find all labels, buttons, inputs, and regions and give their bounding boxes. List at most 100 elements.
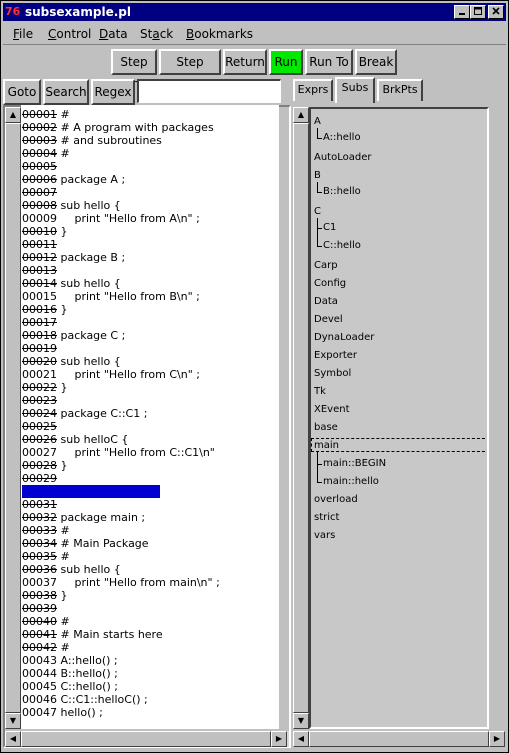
subs-hscroll-thumb[interactable] (309, 731, 489, 747)
code-line[interactable]: 00020 sub hello { (22, 355, 121, 368)
line-number[interactable]: 00018 (22, 329, 57, 342)
subs-tree-item[interactable]: Exporter (314, 350, 357, 361)
tab-exprs[interactable]: Exprs (293, 79, 333, 101)
code-line[interactable]: 00008 sub hello { (22, 199, 121, 212)
line-number[interactable]: 00042 (22, 641, 57, 654)
code-vertical-scrollbar[interactable]: ▲ ▼ (5, 107, 21, 729)
line-number[interactable]: 00001 (22, 108, 57, 121)
line-number[interactable]: 00021 (22, 368, 57, 381)
line-number[interactable]: 00038 (22, 589, 57, 602)
subs-tree-item[interactable]: C1 (323, 222, 337, 233)
subs-tree-item[interactable]: Devel (314, 314, 343, 325)
code-line[interactable]: 00012 package B ; (22, 251, 125, 264)
code-vscroll-thumb[interactable] (5, 123, 21, 713)
subs-tree-item[interactable]: DynaLoader (314, 332, 375, 343)
code-line[interactable]: 00015 print "Hello from B\n" ; (22, 290, 200, 303)
code-line[interactable]: 00032 package main ; (22, 511, 145, 524)
subs-scroll-left-button[interactable]: ◀ (293, 731, 309, 747)
code-line[interactable]: 00017 (22, 316, 57, 329)
line-number[interactable]: 00044 (22, 667, 57, 680)
code-line[interactable]: 00022 } (22, 381, 68, 394)
subs-tree-item[interactable]: main::hello (323, 476, 379, 487)
line-number[interactable]: 00041 (22, 628, 57, 641)
code-line[interactable]: 00013 (22, 264, 57, 277)
search-input[interactable] (137, 79, 281, 103)
line-number[interactable]: 00047 (22, 706, 57, 719)
line-number[interactable]: 00024 (22, 407, 57, 420)
code-line[interactable]: 00016 } (22, 303, 68, 316)
code-line[interactable]: 00046 C::C1::helloC() ; (22, 693, 148, 706)
code-line[interactable]: 00036 sub hello { (22, 563, 121, 576)
code-line[interactable]: 00037 print "Hello from main\n" ; (22, 576, 220, 589)
line-number[interactable]: 00016 (22, 303, 57, 316)
line-number[interactable]: 00011 (22, 238, 57, 251)
line-number[interactable]: 00002 (22, 121, 57, 134)
subs-tree-item[interactable]: A (314, 116, 321, 127)
goto-button[interactable]: Goto (3, 79, 41, 105)
step-in-button[interactable]: Step In (111, 49, 157, 91)
subs-tree-item[interactable]: strict (314, 512, 340, 523)
line-number[interactable]: 00005 (22, 160, 57, 173)
subs-tree-item[interactable]: Data (314, 296, 338, 307)
line-number[interactable]: 00014 (22, 277, 57, 290)
subs-tree-item[interactable]: base (314, 422, 338, 433)
code-line[interactable]: 00021 print "Hello from C\n" ; (22, 368, 200, 381)
tk-app-icon[interactable]: 76 (5, 5, 21, 18)
line-number[interactable]: 00029 (22, 472, 57, 485)
subs-scroll-right-button[interactable]: ▶ (489, 731, 505, 747)
subs-tree-item[interactable]: Tk (314, 386, 326, 397)
menu-control[interactable]: Control (48, 27, 91, 41)
code-line[interactable]: 00035 # (22, 550, 70, 563)
tab-brkpts[interactable]: BrkPts (377, 79, 423, 101)
code-line[interactable]: 00004 # (22, 147, 70, 160)
break-button[interactable]: Break (355, 49, 397, 75)
line-number[interactable]: 00035 (22, 550, 57, 563)
line-number[interactable]: 00034 (22, 537, 57, 550)
title-bar[interactable]: 76 subsexample.pl (3, 3, 506, 21)
code-horizontal-scrollbar[interactable]: ◀ ▶ (5, 731, 289, 747)
line-number[interactable]: 00008 (22, 199, 57, 212)
line-number[interactable]: 00003 (22, 134, 57, 147)
scroll-up-button[interactable]: ▲ (5, 107, 21, 123)
code-line[interactable]: 00026 sub helloC { (22, 433, 128, 446)
line-number[interactable]: 00025 (22, 420, 57, 433)
code-line[interactable]: 00001 # (22, 108, 70, 121)
maximize-button[interactable] (470, 5, 486, 19)
code-line[interactable]: 00031 (22, 498, 57, 511)
subs-tree-item[interactable]: A::hello (323, 132, 361, 143)
subs-tree-item[interactable]: main (314, 440, 339, 451)
subs-tree-item[interactable]: C::hello (323, 240, 361, 251)
line-number[interactable]: 00037 (22, 576, 57, 589)
line-number[interactable]: 00007 (22, 186, 57, 199)
subs-tree-item[interactable]: overload (314, 494, 358, 505)
scroll-right-button[interactable]: ▶ (271, 731, 287, 747)
code-line[interactable]: 00029 (22, 472, 57, 485)
line-number[interactable]: 00017 (22, 316, 57, 329)
menu-data[interactable]: Data (99, 27, 128, 41)
line-number[interactable]: 00013 (22, 264, 57, 277)
code-line[interactable]: 00011 (22, 238, 57, 251)
line-number[interactable]: 00033 (22, 524, 57, 537)
code-line[interactable]: 00043 A::hello() ; (22, 654, 118, 667)
run-to-button[interactable]: Run To (305, 49, 353, 75)
line-number[interactable]: 00010 (22, 225, 57, 238)
code-line[interactable]: 00014 sub hello { (22, 277, 121, 290)
subs-tree-item[interactable]: vars (314, 530, 336, 541)
code-line[interactable]: 00044 B::hello() ; (22, 667, 118, 680)
line-number[interactable]: 00028 (22, 459, 57, 472)
line-number[interactable]: 00027 (22, 446, 57, 459)
subs-tree-item[interactable]: Config (314, 278, 347, 289)
code-line[interactable]: 00033 # (22, 524, 70, 537)
subs-tree-item[interactable]: Carp (314, 260, 338, 271)
line-number[interactable]: 00023 (22, 394, 57, 407)
code-line[interactable]: 00018 package C ; (22, 329, 125, 342)
subs-tree-item[interactable]: Symbol (314, 368, 352, 379)
code-line[interactable]: 00005 (22, 160, 57, 173)
code-line[interactable]: 00047 hello() ; (22, 706, 103, 719)
menu-stack[interactable]: Stack (140, 27, 173, 41)
subs-vscroll-thumb[interactable] (293, 123, 309, 713)
line-number[interactable]: 00019 (22, 342, 57, 355)
code-line[interactable]: 00002 # A program with packages (22, 121, 214, 134)
